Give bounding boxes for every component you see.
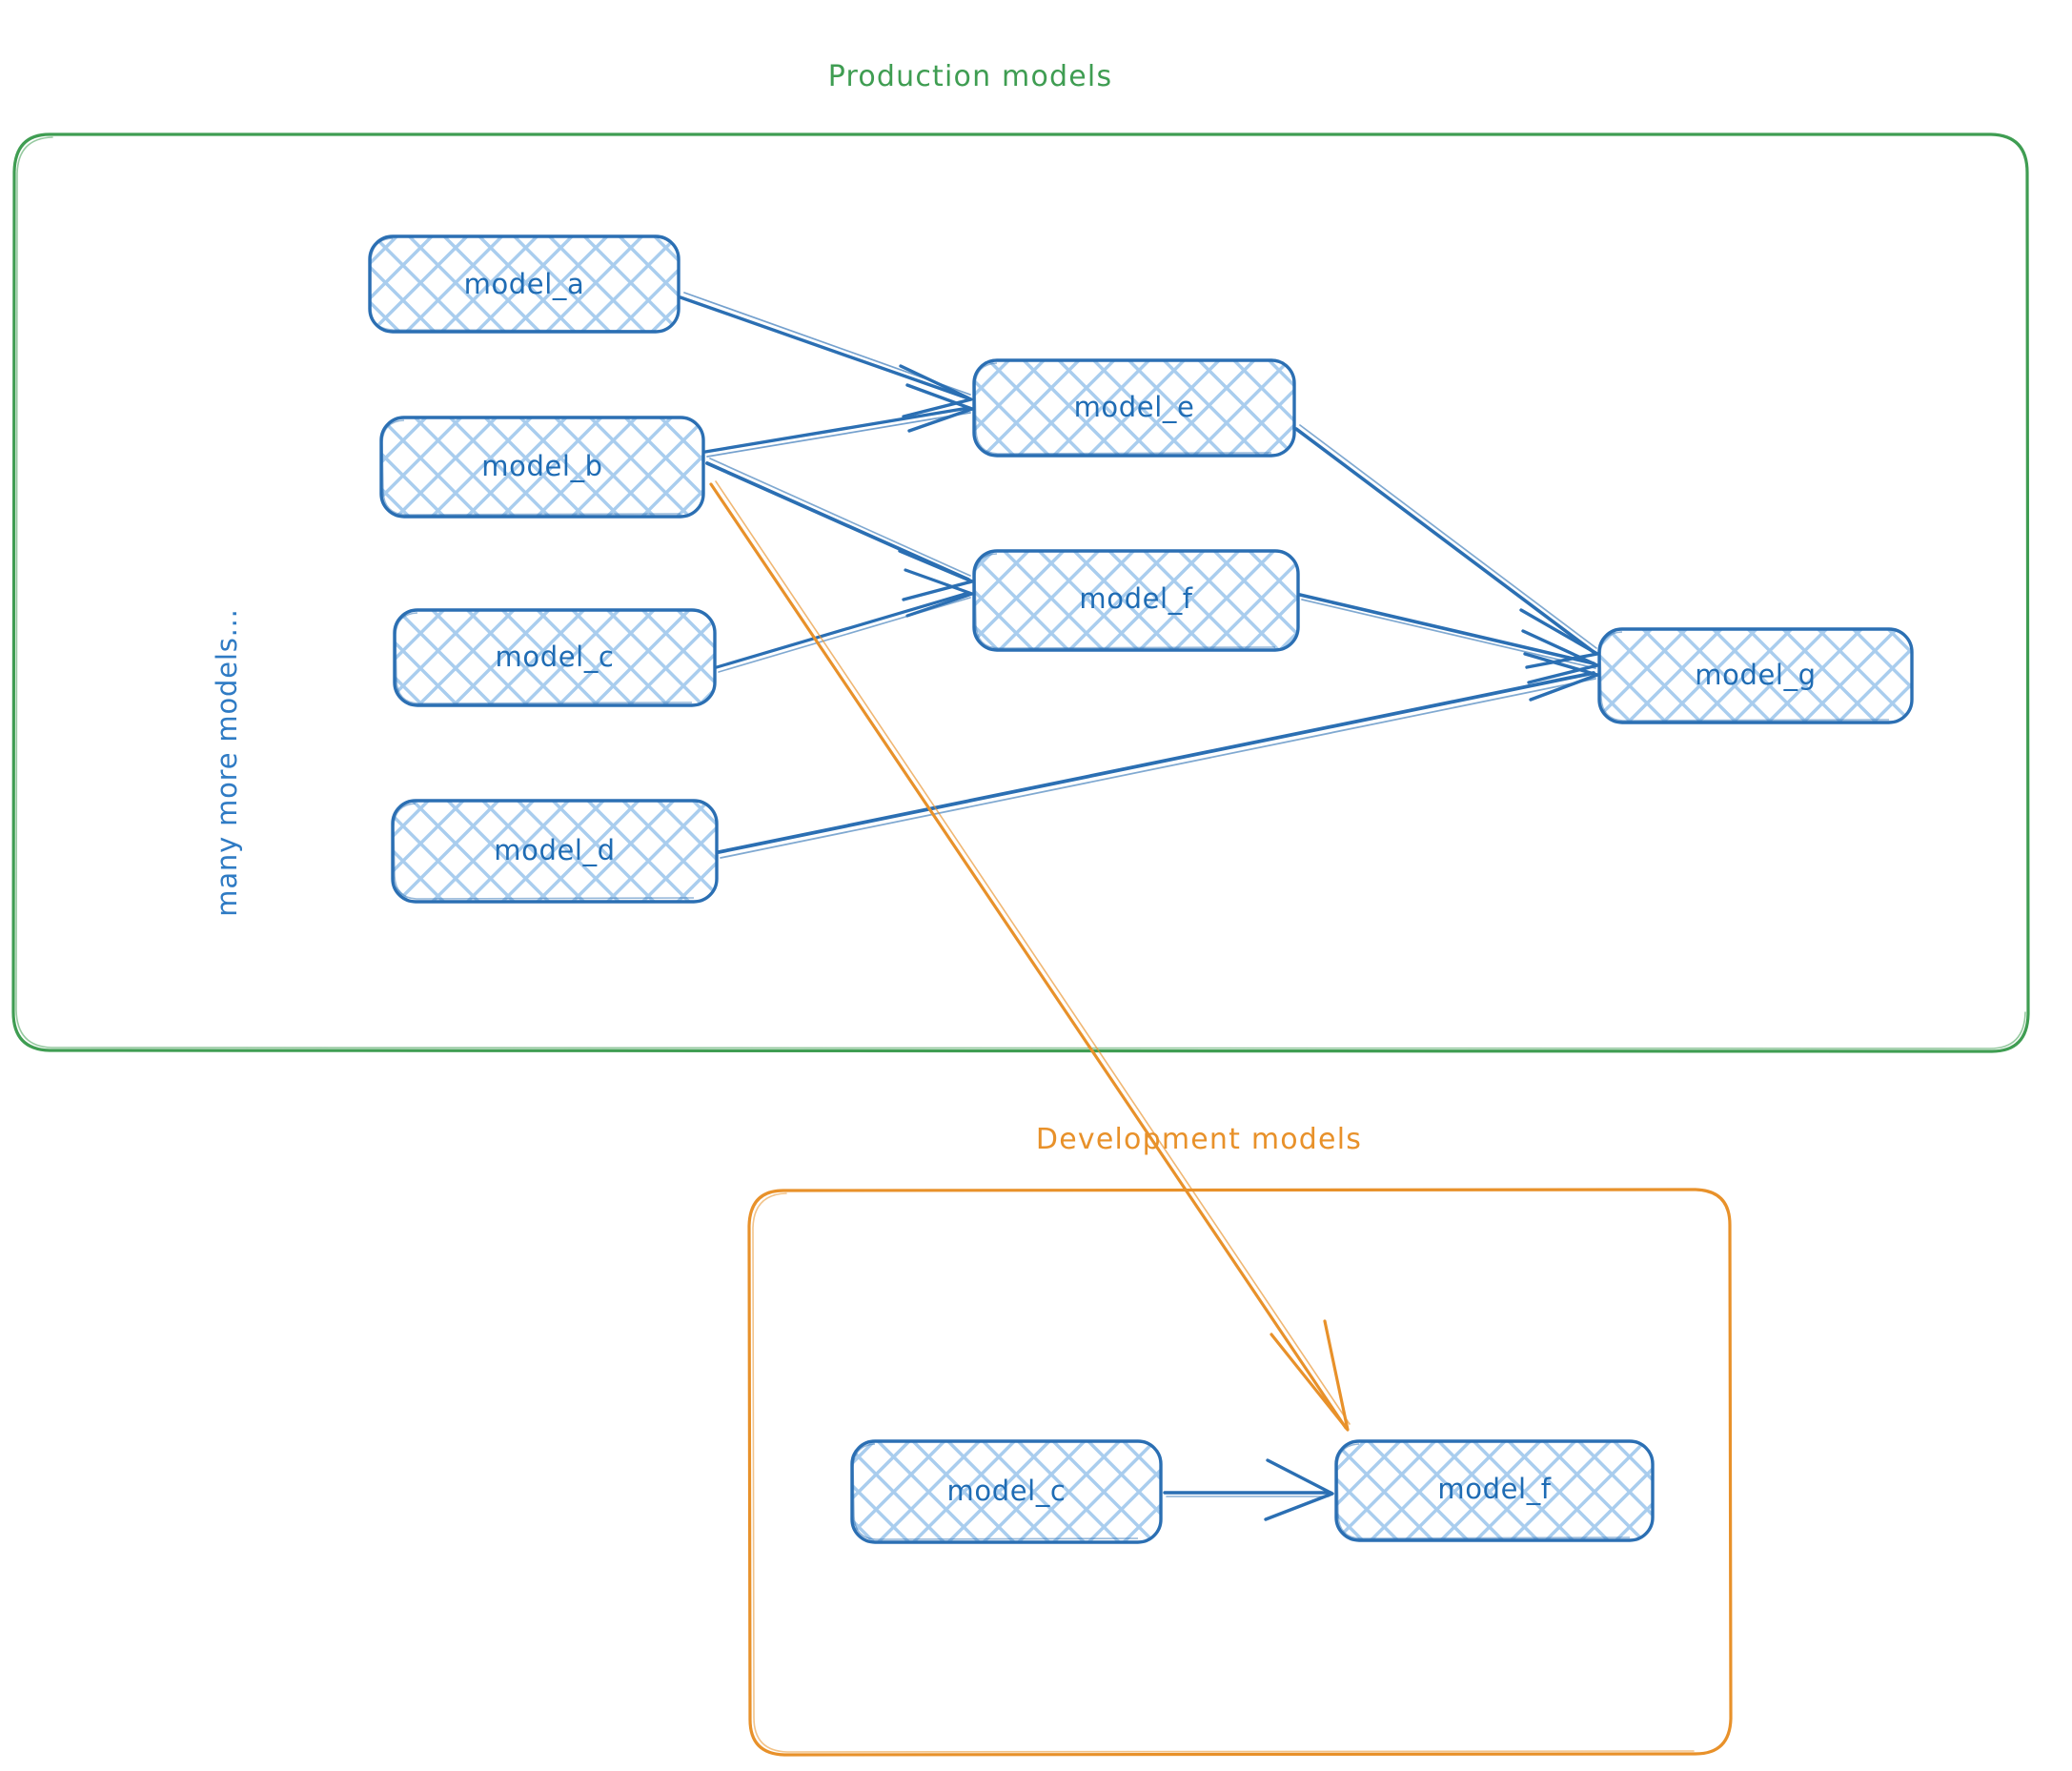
node-label: model_c	[947, 1475, 1066, 1507]
edge-dev-model-c-to-dev-model-f	[1163, 1458, 1334, 1521]
node-prod-model-a[interactable]: model_a	[368, 234, 681, 334]
node-prod-model-e[interactable]: model_e	[972, 358, 1296, 458]
node-label: model_f	[1079, 582, 1192, 615]
edge-model-b-to-model-f	[705, 458, 974, 601]
edge-model-d-to-model-g	[717, 652, 1599, 859]
node-label: model_e	[1074, 391, 1195, 423]
edge-model-c-to-model-f	[715, 568, 974, 673]
development-border	[747, 1188, 1733, 1757]
node-dev-model-f[interactable]: model_f	[1334, 1439, 1655, 1542]
node-label: model_d	[494, 834, 615, 866]
group-development	[747, 1188, 1733, 1757]
svg-text:many more models...: many more models...	[211, 608, 243, 916]
node-label: model_b	[481, 450, 602, 482]
side-note-many-more-models: many more models...	[211, 608, 243, 916]
edge-model-a-to-model-e	[679, 292, 973, 418]
node-label: model_f	[1437, 1473, 1551, 1505]
node-prod-model-g[interactable]: model_g	[1597, 627, 1914, 724]
node-dev-model-c[interactable]: model_c	[850, 1439, 1163, 1544]
edge-model-b-to-dev-model-f	[709, 480, 1351, 1432]
node-label: model_g	[1695, 659, 1816, 691]
edge-model-e-to-model-g	[1294, 424, 1599, 669]
node-prod-model-f[interactable]: model_f	[972, 549, 1300, 652]
production-border-sketch	[15, 136, 2026, 1049]
development-border-sketch	[752, 1192, 1695, 1753]
node-prod-model-d[interactable]: model_d	[391, 799, 719, 904]
edge-model-b-to-model-e	[703, 383, 974, 458]
node-label: model_c	[496, 641, 615, 673]
group-title-development: Development models	[1036, 1123, 1362, 1156]
group-production	[11, 132, 2030, 1053]
node-prod-model-c[interactable]: model_c	[393, 608, 717, 707]
group-title-production: Production models	[828, 60, 1113, 93]
production-border	[11, 132, 2030, 1053]
edge-model-f-to-model-g	[1298, 593, 1599, 684]
node-prod-model-b[interactable]: model_b	[379, 416, 705, 519]
node-label: model_a	[464, 268, 585, 300]
